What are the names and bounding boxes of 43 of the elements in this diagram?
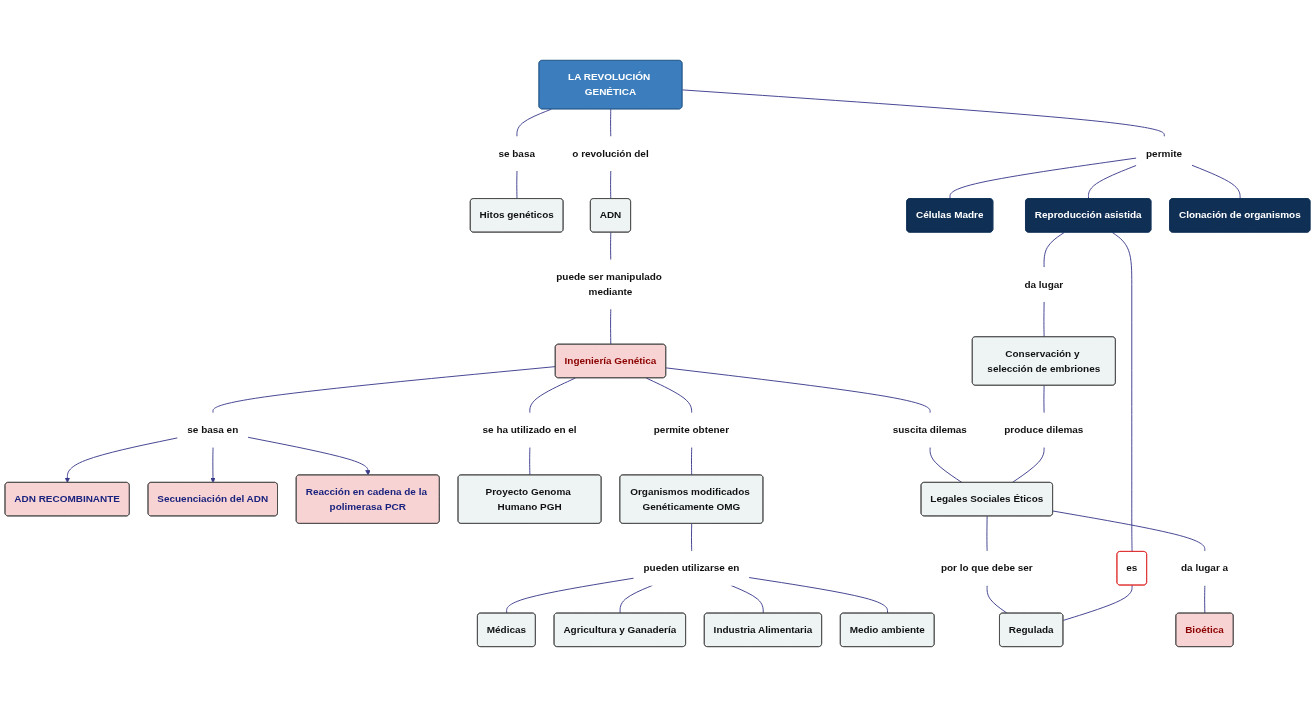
node-text: da lugar a <box>1181 562 1229 574</box>
connector <box>665 367 931 415</box>
connector <box>748 577 889 614</box>
connector <box>610 308 612 345</box>
connector <box>1043 385 1045 415</box>
node-text: pueden utilizarse en <box>643 562 740 574</box>
connector <box>610 108 612 138</box>
connector <box>681 89 1165 138</box>
connector <box>506 577 635 614</box>
node-text: da lugar <box>1024 278 1064 290</box>
connector <box>212 366 556 415</box>
connector <box>1204 584 1206 614</box>
connector <box>691 446 693 476</box>
node-text: puede ser manipulado mediante <box>556 271 662 297</box>
node-text: por lo que debe ser <box>940 562 1033 574</box>
connector <box>529 446 531 476</box>
connector <box>1111 232 1133 553</box>
connector <box>1052 510 1206 553</box>
node-text: produce dilemas <box>1004 424 1084 436</box>
connector <box>610 170 612 200</box>
node-text: se basa <box>498 148 535 159</box>
node-text: se basa en <box>187 424 239 436</box>
connector <box>516 170 518 200</box>
connector <box>516 108 552 138</box>
node-text: permite <box>1146 148 1182 159</box>
connector <box>1191 164 1241 200</box>
connector <box>986 515 988 553</box>
connector <box>610 232 612 261</box>
connector <box>645 377 693 415</box>
node-text: suscita dilemas <box>892 424 967 436</box>
connector <box>929 446 963 484</box>
connector <box>1062 584 1133 621</box>
node-text: o revolución del <box>572 148 649 159</box>
connector <box>1088 164 1138 200</box>
node-text: permite obtener <box>653 424 730 436</box>
connector <box>691 523 693 553</box>
node-text: se ha utilizado en el <box>482 424 577 436</box>
connector <box>529 377 576 415</box>
connector <box>949 157 1138 200</box>
connector <box>986 584 1008 614</box>
connector <box>1043 301 1045 338</box>
connector <box>1043 232 1065 269</box>
connector <box>1011 446 1045 484</box>
